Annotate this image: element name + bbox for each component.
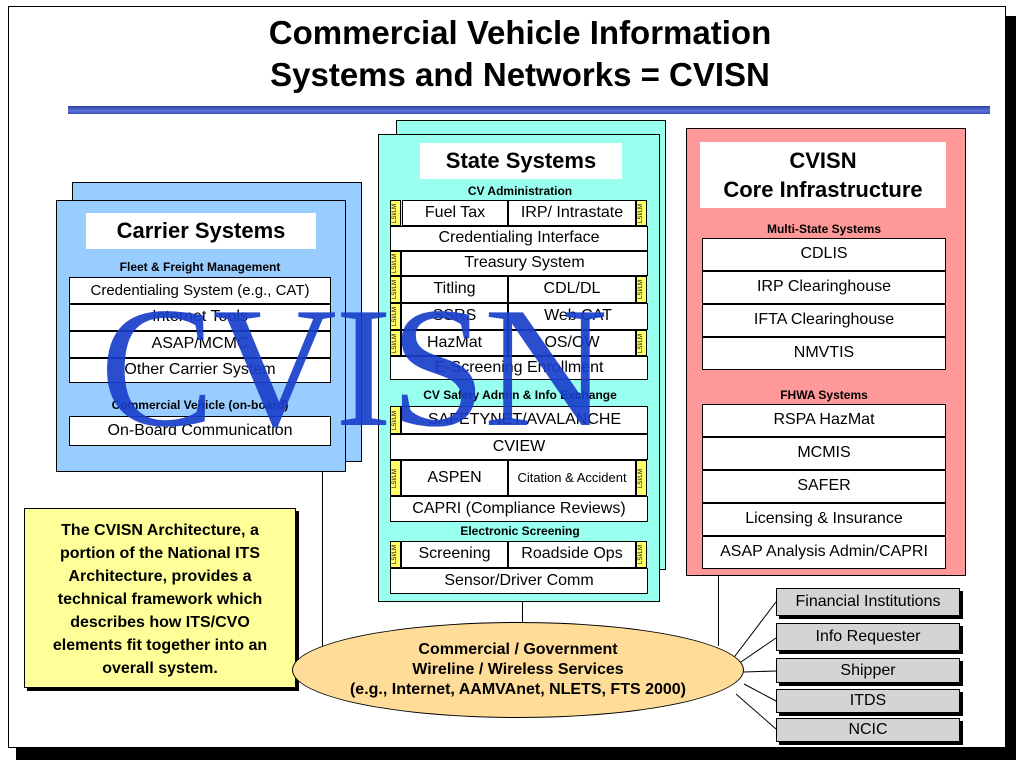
- core-ifta-clearinghouse: IFTA Clearinghouse: [702, 304, 946, 337]
- title-line-2: Systems and Networks = CVISN: [270, 56, 770, 93]
- state-fuel-tax: Fuel Tax: [402, 200, 508, 226]
- fhwa-header: FHWA Systems: [780, 388, 868, 402]
- lsi-tag: LSI/LM: [390, 460, 401, 496]
- state-cred-interface: Credentialing Interface: [390, 226, 648, 251]
- title-rule: [68, 106, 990, 114]
- lsi-tag: LSI/LM: [390, 200, 401, 226]
- core-cdlis: CDLIS: [702, 238, 946, 271]
- state-sensor: Sensor/Driver Comm: [390, 568, 648, 594]
- state-safetynet: SAFETYNET/AVALANCHE: [401, 406, 648, 434]
- architecture-note: The CVISN Architecture, a portion of the…: [24, 508, 296, 688]
- carrier-item-other: Other Carrier System: [69, 358, 331, 383]
- state-osow: OS/OW: [508, 330, 636, 356]
- state-aspen: ASPEN: [401, 460, 508, 496]
- state-screening: Screening: [401, 541, 508, 568]
- state-ssrs: SSRS: [401, 303, 508, 330]
- lsi-tag: LSI/LM: [390, 303, 401, 330]
- lsi-tag: LSI/LM: [390, 251, 401, 276]
- lsi-tag: LSI/LM: [636, 541, 647, 568]
- core-title-line-1: CVISN: [789, 148, 857, 173]
- carrier-item-credentialing: Credentialing System (e.g., CAT): [69, 277, 331, 304]
- state-cview: CVIEW: [390, 434, 648, 460]
- external-ncic: NCIC: [776, 718, 960, 742]
- carrier-item-onboard: On-Board Communication: [69, 416, 331, 446]
- state-citation: Citation & Accident: [508, 460, 636, 496]
- multi-state-header: Multi-State Systems: [766, 222, 882, 236]
- state-connector: [522, 596, 523, 644]
- state-webcat: Web CAT: [508, 303, 648, 330]
- external-shipper: Shipper: [776, 658, 960, 683]
- carrier-item-asap: ASAP/MCMC: [69, 331, 331, 358]
- core-connector: [718, 574, 719, 646]
- safety-header: CV Safety Admin & Info Exchange: [423, 388, 617, 402]
- state-cdl: CDL/DL: [508, 276, 636, 303]
- cv-admin-header: CV Administration: [467, 184, 573, 198]
- onboard-header: Commercial Vehicle (on-board): [111, 398, 289, 412]
- state-title: State Systems: [420, 143, 622, 179]
- external-financial: Financial Institutions: [776, 588, 960, 616]
- core-rspa-hazmat: RSPA HazMat: [702, 404, 946, 437]
- external-itds: ITDS: [776, 689, 960, 713]
- carrier-title: Carrier Systems: [86, 213, 316, 249]
- state-roadside: Roadside Ops: [508, 541, 636, 568]
- carrier-connector: [322, 466, 323, 666]
- fleet-header: Fleet & Freight Management: [119, 260, 281, 274]
- lsi-tag: LSI/LM: [636, 200, 647, 226]
- screening-header: Electronic Screening: [460, 524, 580, 538]
- network-line-2: Wireline / Wireless Services: [412, 661, 624, 678]
- state-escreening: E-Screening Enrollment: [390, 356, 648, 380]
- core-title: CVISN Core Infrastructure: [700, 142, 946, 208]
- lsi-tag: LSI/LM: [390, 276, 401, 303]
- core-licensing: Licensing & Insurance: [702, 503, 946, 536]
- slide-title: Commercial Vehicle Information Systems a…: [150, 12, 890, 96]
- network-line-3: (e.g., Internet, AAMVAnet, NLETS, FTS 20…: [349, 681, 687, 698]
- core-nmvtis: NMVTIS: [702, 337, 946, 370]
- core-asap-analysis: ASAP Analysis Admin/CAPRI: [702, 536, 946, 569]
- state-treasury: Treasury System: [401, 251, 648, 276]
- lsi-tag: LSI/LM: [390, 330, 401, 356]
- lsi-tag: LSI/LM: [636, 460, 647, 496]
- lsi-tag: LSI/LM: [636, 330, 647, 356]
- state-capri: CAPRI (Compliance Reviews): [390, 496, 648, 522]
- title-line-1: Commercial Vehicle Information: [268, 14, 772, 51]
- core-mcmis: MCMIS: [702, 437, 946, 470]
- lsi-tag: LSI/LM: [390, 541, 401, 568]
- core-irp-clearinghouse: IRP Clearinghouse: [702, 271, 946, 304]
- network-ellipse: Commercial / Government Wireline / Wirel…: [292, 622, 744, 718]
- core-title-line-2: Core Infrastructure: [723, 177, 923, 202]
- carrier-item-internet-tools: Internet Tools: [69, 304, 331, 331]
- core-safer: SAFER: [702, 470, 946, 503]
- network-line-1: Commercial / Government: [418, 641, 618, 658]
- lsi-tag: LSI/LM: [636, 276, 647, 303]
- lsi-tag: LSI/LM: [390, 406, 401, 434]
- state-titling: Titling: [401, 276, 508, 303]
- state-irp: IRP/ Intrastate: [508, 200, 636, 226]
- state-hazmat: HazMat: [401, 330, 508, 356]
- external-info-requester: Info Requester: [776, 623, 960, 651]
